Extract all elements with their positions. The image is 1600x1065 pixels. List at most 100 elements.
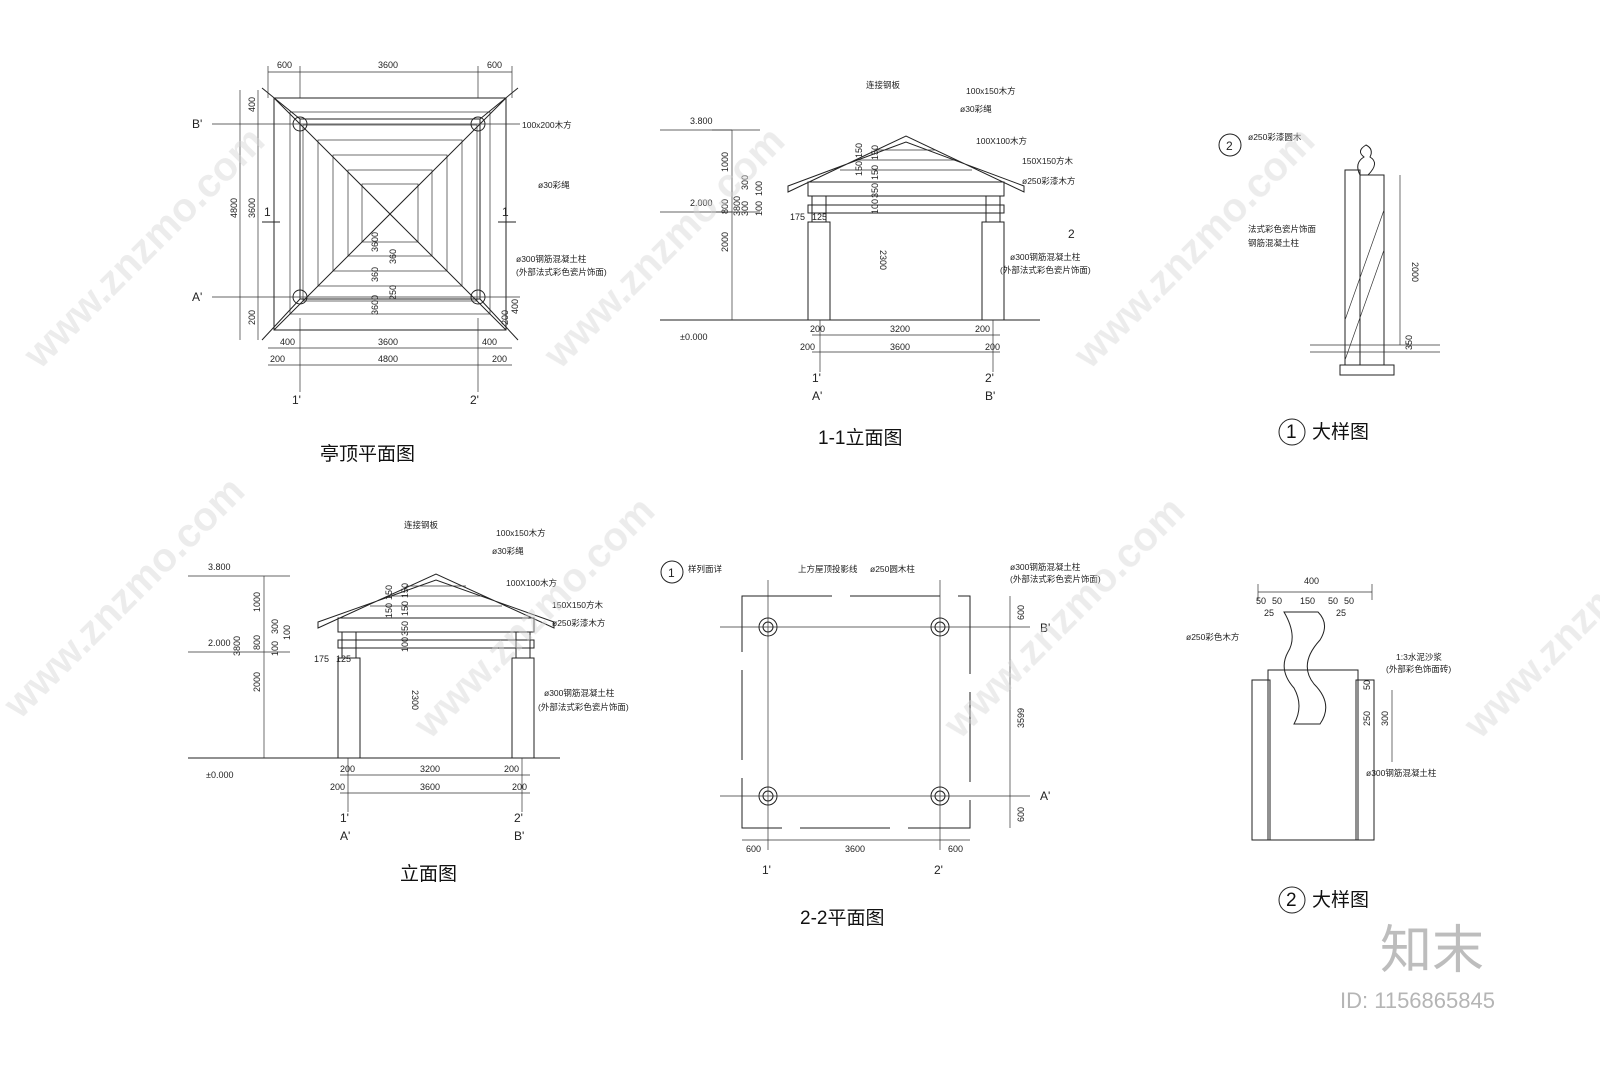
elev-dim-left-5: 300 — [270, 619, 280, 634]
elev-axis-a: A' — [340, 829, 350, 843]
section-dim-b1-right: 200 — [975, 324, 990, 334]
elev-dim-left-6: 100 — [282, 625, 292, 640]
elev-dim-b1-right: 200 — [504, 764, 519, 774]
detail2-dim-side-3: 300 — [1380, 711, 1390, 726]
section-dim-inner-4: 150 — [870, 165, 880, 180]
detail2-dim-top-2: 50 — [1272, 596, 1282, 606]
section-note-beam150sq: 150X150方木 — [1022, 156, 1074, 166]
elevation-title: 立面图 — [400, 863, 457, 885]
section-level-mid: 2.000 — [690, 198, 713, 208]
roof-plan-title: 亭顶平面图 — [320, 443, 415, 465]
elev-note-beam100: 100X100木方 — [506, 578, 557, 588]
section-note-rope: ø30彩绳 — [960, 104, 992, 114]
section-dim-left-3: 800 — [720, 199, 730, 214]
plan-axis-a: A' — [1040, 789, 1050, 803]
detail1-note-tile: 法式彩色瓷片饰面 — [1248, 224, 1317, 234]
roof-dim-right-1: 3600 — [370, 232, 380, 252]
plan-dim-right-3: 600 — [1016, 807, 1026, 822]
plan-note-sample: 样列面详 — [688, 564, 723, 574]
detail2-note-wood: ø250彩色木方 — [1186, 632, 1239, 642]
roof-dim-left-2: 3600 — [247, 198, 257, 218]
plan-dim-b-mid: 3600 — [845, 844, 865, 854]
watermark-logo: 知末 — [1380, 922, 1484, 980]
roof-dim-right-4: 3600 — [370, 295, 380, 315]
detail2-note-mortar: 1:3水泥沙浆 — [1396, 652, 1442, 662]
detail2-dim-top-6: 25 — [1264, 608, 1274, 618]
section-dim-left-6: 100 — [754, 181, 764, 196]
elev-axis-2: 2' — [514, 811, 523, 825]
plan-note-column: ø300钢筋混凝土柱 — [1010, 562, 1081, 572]
plan-axis-b: B' — [1040, 621, 1050, 635]
roof-plan-drawing — [212, 66, 520, 392]
detail2-dim-top-3: 150 — [1300, 596, 1315, 606]
section-dim-left-8: 300 — [740, 201, 750, 216]
roof-dim-right-7: 400 — [510, 299, 520, 314]
roof-section-mark-right: 1 — [502, 205, 509, 219]
plan-note-post: ø250圆木柱 — [870, 564, 915, 574]
elev-dim-left-2: 3800 — [232, 636, 242, 656]
roof-dim-left-1: 400 — [247, 97, 257, 112]
section-axis-b: B' — [985, 389, 995, 403]
section-dim-inner-2: 150 — [854, 161, 864, 176]
detail1-note-log: ø250彩漆圆木 — [1248, 132, 1302, 142]
elev-level-mid: 2.000 — [208, 638, 231, 648]
plan-2-2-drawing — [660, 560, 1030, 850]
detail1-title: 大样图 — [1312, 421, 1369, 443]
elev-dim-inner-3: 150 — [400, 583, 410, 598]
elev-note-plate: 连接钢板 — [404, 520, 439, 530]
section-level-top: 3.800 — [690, 116, 713, 126]
roof-dim-top-right: 600 — [487, 60, 502, 70]
section-title: 1-1立面图 — [818, 427, 902, 449]
detail1-dim-base: 350 — [1404, 335, 1414, 350]
detail2-note-column: ø300钢筋混凝土柱 — [1366, 768, 1437, 778]
roof-note-rope: ø30彩绳 — [538, 180, 570, 190]
section-dim-left-4: 2000 — [720, 232, 730, 252]
roof-dim-b2-right: 200 — [492, 354, 507, 364]
watermark-url-4: www.znzmo.com — [0, 468, 253, 727]
detail2-dim-side-1: 50 — [1362, 680, 1372, 690]
detail2-number: 2 — [1286, 890, 1297, 911]
plan-dim-right-1: 600 — [1016, 605, 1026, 620]
detail2-note-tile: (外部彩色饰面砖) — [1386, 664, 1451, 674]
plan-axis-1: 1' — [762, 863, 771, 877]
elev-note-beam150: 100x150木方 — [496, 528, 546, 538]
detail2-dim-top-5: 50 — [1344, 596, 1354, 606]
plan-note-finish: (外部法式彩色瓷片饰面) — [1010, 574, 1101, 584]
roof-dim-right-6: 200 — [500, 310, 510, 325]
detail2-dim-top: 400 — [1304, 576, 1319, 586]
section-dim-left-7: 100 — [754, 201, 764, 216]
section-dim-inner-1: 150 — [854, 143, 864, 158]
section-dim-b2-mid: 3600 — [890, 342, 910, 352]
detail1-number: 1 — [1286, 422, 1297, 443]
section-dim-inner-7: 2300 — [878, 250, 888, 270]
section-dim-inner-5: 350 — [870, 183, 880, 198]
roof-dim-left-4: 200 — [247, 310, 257, 325]
section-dim-b1-left: 200 — [810, 324, 825, 334]
roof-note-beam: 100x200木方 — [522, 120, 572, 130]
section-note-column: ø300钢筋混凝土柱 — [1010, 252, 1081, 262]
roof-dim-b1-left: 400 — [280, 337, 295, 347]
roof-dim-right-3: 360 — [370, 267, 380, 282]
elev-level-top: 3.800 — [208, 562, 231, 572]
plan-axis-2: 2' — [934, 863, 943, 877]
section-note-beam150: 100x150木方 — [966, 86, 1016, 96]
elev-dim-inner-2: 150 — [384, 603, 394, 618]
elev-dim-b2-left: 200 — [330, 782, 345, 792]
plan-dim-right-2: 3599 — [1016, 708, 1026, 728]
elev-dim-inner-5: 350 — [400, 621, 410, 636]
elev-dim-inner-6: 100 — [400, 637, 410, 652]
detail2-dim-top-7: 25 — [1336, 608, 1346, 618]
plan-dim-b-left: 600 — [746, 844, 761, 854]
watermark-url-7: www.znzmo.com — [1455, 488, 1600, 747]
roof-dim-b2-mid: 4800 — [378, 354, 398, 364]
detail2-number-circle — [1278, 886, 1306, 914]
section-dim-inner-6: 100 — [870, 199, 880, 214]
detail2-title: 大样图 — [1312, 889, 1369, 911]
roof-section-mark-left: 1 — [264, 205, 271, 219]
elev-note-rope: ø30彩绳 — [492, 546, 524, 556]
section-axis-a: A' — [812, 389, 822, 403]
section-note-plate: 连接钢板 — [866, 80, 901, 90]
elev-dim-b1-mid: 3200 — [420, 764, 440, 774]
detail-2-drawing — [1251, 584, 1393, 841]
elev-note-post: ø250彩漆木方 — [552, 618, 605, 628]
